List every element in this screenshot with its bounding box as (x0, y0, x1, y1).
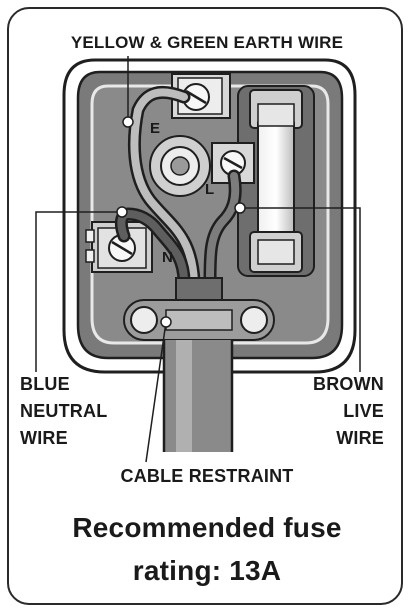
cable-restraint (123, 277, 275, 341)
fuse-holder (237, 85, 315, 277)
brown-wire-label-line-2: LIVE (343, 401, 384, 421)
blue-wire-label-line-3: WIRE (20, 428, 68, 448)
brown-wire-label-line-1: BROWN (313, 374, 384, 394)
earth-wire-label: YELLOW & GREEN EARTH WIRE (70, 33, 344, 52)
cable-leader (145, 321, 167, 463)
fuse-note-line-2: rating: 13A (132, 555, 282, 586)
cable-restraint-label: CABLE RESTRAINT (120, 466, 294, 486)
earth-wire (127, 85, 201, 289)
fuse-note-line-1: Recommended fuse (72, 512, 342, 543)
brown-wire-label-line-3: WIRE (336, 428, 384, 448)
neutral-terminal (85, 221, 153, 273)
blue-wire-label-line-1: BLUE (20, 374, 70, 394)
neutral-wire (114, 207, 191, 289)
live-wire (203, 169, 242, 289)
leader-lines (35, 56, 361, 463)
fuse-cartridge (257, 119, 295, 241)
terminal-label-neutral: N (162, 249, 173, 266)
terminal-label-live: L (205, 181, 214, 198)
terminal-label-earth: E (150, 120, 160, 137)
blue-leader (35, 211, 122, 372)
brown-leader (240, 207, 361, 372)
blue-wire-label-line-2: NEUTRAL (20, 401, 108, 421)
live-terminal (211, 142, 255, 184)
cable-sheath (162, 340, 234, 452)
centre-pin-boss (149, 135, 211, 197)
